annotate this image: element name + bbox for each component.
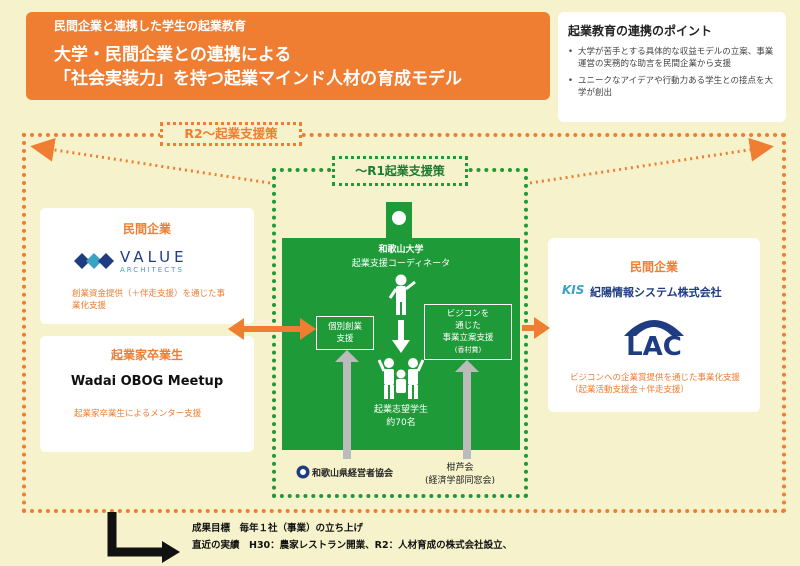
business-plan-support-box: ビジコンを 通じた 事業立案支援 (香村賞) — [424, 304, 512, 360]
card-description: ビジコンへの企業賞提供を通じた事業化支援（起業活動支援金＋伴走支援） — [570, 373, 741, 395]
points-title: 起業教育の連携のポイント — [568, 24, 713, 38]
collaboration-points-box: 起業教育の連携のポイント • 大学が苦手とする具体的な収益モデルの立案、事業運営の… — [558, 12, 786, 122]
achievements-text: 直近の実績 H30：農家レストラン開業、R2：人材育成の株式会社設立、 — [192, 540, 513, 551]
value-architects-logo-icon — [74, 253, 114, 269]
gray-up-arrow-right — [455, 360, 479, 459]
university-name: 和歌山大学 — [378, 245, 424, 255]
card-description: 起業家卒業生によるメンター支援 — [74, 409, 202, 419]
coordinator-person-icon — [388, 274, 416, 315]
individual-startup-support-box: 個別創業 支援 — [316, 316, 374, 350]
private-company-card-left: 民間企業 VALUE ARCHITECTS 創業資金提供（＋伴走支援）を通じた事… — [40, 208, 254, 324]
card-heading: 起業家卒業生 — [110, 348, 183, 362]
bizcon-note: (香村賞) — [454, 346, 482, 354]
university-tower-icon — [386, 202, 412, 240]
bullet-icon: • — [568, 47, 574, 57]
header-subtitle: 民間企業と連携した学生の起業教育 — [54, 19, 247, 33]
students-label-line2: 約70名 — [386, 418, 416, 428]
down-arrow-icon — [392, 320, 410, 353]
r2-support-label: R2～起業支援策 — [160, 122, 302, 146]
bizcon-line3: 事業立案支援 — [442, 333, 494, 343]
alumni-entrepreneur-card: 起業家卒業生 Wadai OBOG Meetup 起業家卒業生によるメンター支援 — [40, 336, 254, 452]
r2-support-frame — [22, 133, 786, 513]
card-heading: 民間企業 — [629, 260, 678, 274]
value-logo-text: VALUE — [120, 248, 188, 266]
points-list: • 大学が苦手とする具体的な収益モデルの立案、事業運営の実務的な助言を民間企業から… — [568, 46, 780, 104]
architects-logo-text: ARCHITECTS — [120, 266, 184, 274]
students-label-line1: 起業志望学生 — [373, 405, 428, 415]
kis-mark-icon: KIS — [562, 283, 585, 297]
lac-dome-icon — [624, 320, 684, 336]
header-title-line1: 大学・民間企業との連携による — [54, 45, 292, 65]
students-icon — [378, 358, 424, 399]
university-box: 和歌山大学 起業支援コーディネータ 起業志望学生 約70名 個別創業 支援 ビジ… — [282, 238, 520, 450]
points-item-text: ユニークなアイデアや行動力ある学生との接点を大学が創出 — [578, 76, 773, 98]
obog-meetup-logo: Wadai OBOG Meetup — [70, 374, 224, 389]
points-item: • ユニークなアイデアや行動力ある学生との接点を大学が創出 — [568, 75, 780, 99]
bizcon-line1: ビジコンを — [446, 309, 490, 319]
kanro-kai-line2: (経済学部同窓会) — [424, 476, 496, 486]
points-item-text: 大学が苦手とする具体的な収益モデルの立案、事業運営の実務的な助言を民間企業から支… — [578, 47, 774, 69]
card-description: 創業資金提供（＋伴走支援）を通じた事業化支援 — [72, 289, 226, 311]
gray-up-arrow-left — [335, 350, 359, 459]
bizcon-line2: 通じた — [455, 321, 481, 331]
kanro-kai-line1: 柑芦会 — [446, 463, 474, 473]
card-heading: 民間企業 — [122, 222, 171, 236]
goal-text: 成果目標 毎年１社（事業）の立ち上げ — [192, 523, 364, 534]
keieisha-logo-icon — [296, 465, 310, 479]
results-bent-arrow — [107, 512, 180, 563]
keieisha-kyokai-label: 和歌山県経営者協会 — [312, 469, 394, 479]
bullet-icon: • — [568, 76, 574, 86]
coordinator-label: 起業支援コーディネータ — [351, 259, 451, 269]
private-company-card-right: 民間企業 KIS 紀陽情報システム株式会社 LAC ビジコンへの企業賞提供を通じ… — [548, 238, 760, 412]
kiyo-company-name: 紀陽情報システム株式会社 — [590, 286, 722, 299]
header-banner: 民間企業と連携した学生の起業教育 大学・民間企業との連携による 「社会実装力」を… — [26, 12, 550, 100]
header-title-line2: 「社会実装力」を持つ起業マインド人材の育成モデル — [54, 69, 462, 89]
lac-logo-text: LAC — [626, 332, 682, 362]
r1-support-label: ～R1起業支援策 — [332, 156, 468, 186]
points-item: • 大学が苦手とする具体的な収益モデルの立案、事業運営の実務的な助言を民間企業から… — [568, 46, 780, 70]
